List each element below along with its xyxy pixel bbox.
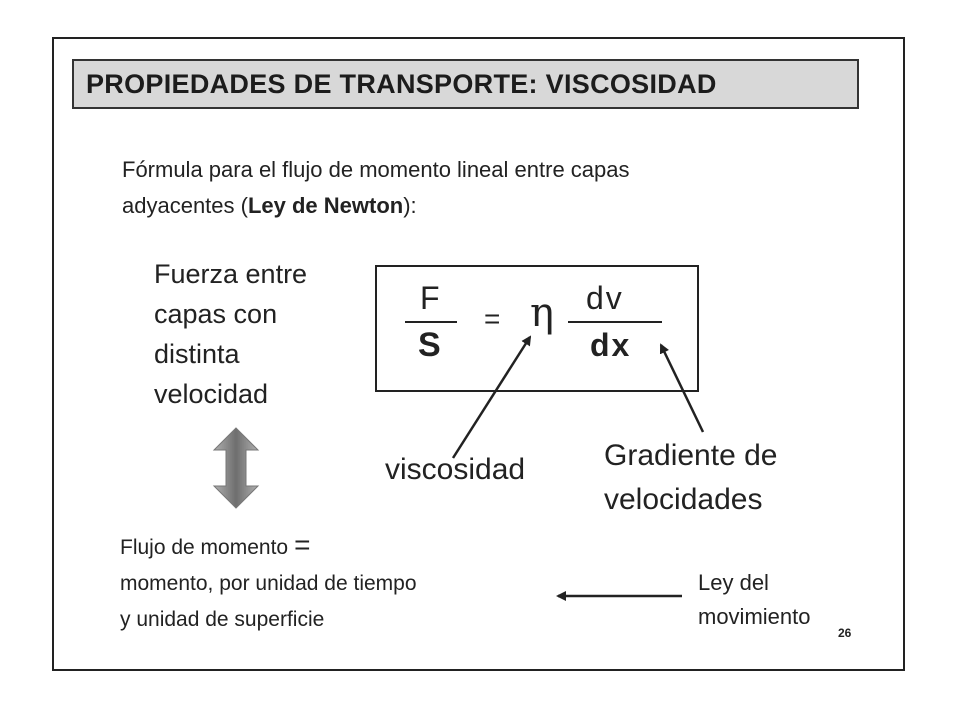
force-label-line: velocidad [154,379,269,409]
formula-surface: S [418,326,441,364]
gradient-label: Gradiente de velocidades [604,434,777,522]
flux-line-1: Flujo de momento= [120,527,540,566]
law-label-line: Ley del [698,570,769,595]
intro-line-2-suffix: ): [403,193,417,218]
slide-title-text: PROPIEDADES DE TRANSPORTE: VISCOSIDAD [86,68,717,99]
intro-line-1: Fórmula para el flujo de momento lineal … [122,157,630,182]
flux-line-2: momento, por unidad de tiempo [120,572,417,595]
gradient-arrow [659,343,705,433]
intro-text: Fórmula para el flujo de momento lineal … [122,152,822,224]
formula-dv: dv [586,280,624,316]
gradient-label-line: Gradiente de [604,439,778,472]
intro-line-2-prefix: adyacentes ( [122,193,248,218]
fraction-bar-right [568,321,662,323]
law-label: Ley del movimiento [698,566,810,634]
viscosity-arrow [451,335,532,459]
law-label-line: movimiento [698,604,811,629]
flux-line-3: y unidad de superficie [120,608,325,631]
force-label-line: Fuerza entre [154,259,308,289]
viscosity-label: viscosidad [385,453,526,486]
force-label: Fuerza entre capas con distinta velocida… [154,254,364,414]
force-label-line: distinta [154,339,240,369]
fraction-bar-left [405,321,457,323]
slide-frame [52,37,905,671]
formula-dx: dx [590,327,632,363]
formula-force: F [420,280,440,316]
double-arrow-icon [212,427,260,509]
formula-eta: η [530,290,554,336]
gradient-label-line: velocidades [604,483,763,516]
formula-equals: = [484,303,501,334]
formula-box [375,265,699,392]
force-label-line: capas con [154,299,278,329]
newton-law-label: Ley de Newton [247,193,404,218]
flux-equals: = [294,529,311,560]
intro-line-2: adyacentes (Ley de Newton): [122,188,822,224]
flux-term: Flujo de momento [120,536,289,559]
slide-title: PROPIEDADES DE TRANSPORTE: VISCOSIDAD [72,59,859,109]
page-number: 26 [838,626,852,640]
flux-definition: Flujo de momento= momento, por unidad de… [120,527,540,638]
